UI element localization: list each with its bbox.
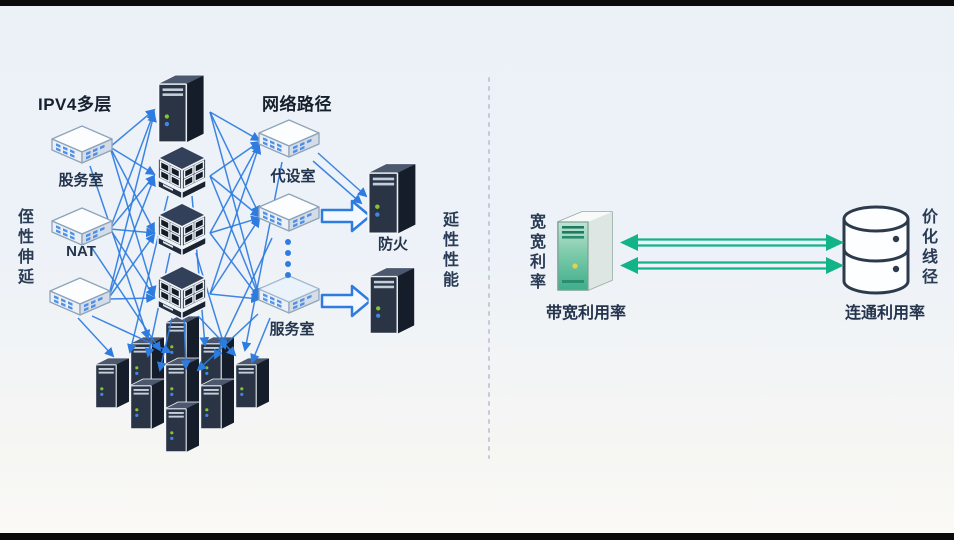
server-cluster-icon [94,315,270,453]
green-double-arrows [620,234,844,274]
network-path-title: 网络路径 [262,95,332,114]
router-icon-2 [157,202,207,257]
core-server-icon [157,74,205,144]
nat-switch-icon [51,207,113,246]
nat-label: NAT [66,243,96,260]
elastic-extension-vertical-label: 侄性伸延 [15,208,32,288]
block-arrow-to-firewall-2 [320,284,372,318]
price-line-vertical-label: 价化线径 [919,208,936,288]
bandwidth-utilization-label: 带宽利用率 [545,305,627,322]
bandwidth-rate-vertical-label: 宽宽利率 [527,213,544,293]
letterbox-top [0,0,954,6]
block-arrow-to-firewall-1 [320,199,372,233]
server-room-switch-icon [51,125,113,164]
router-icon-1 [157,145,207,200]
proxy-room-label: 代设室 [270,168,316,185]
router-icon-3 [157,265,207,320]
green-arrow-2 [620,257,844,274]
service-room-label: 服务室 [269,321,315,338]
edge-switch-icon [49,277,111,316]
database-icon [842,205,910,295]
block-arrows [320,199,372,318]
firewall-server-icon-1 [367,163,417,235]
path-switch-icon [258,193,320,232]
firewall-label: 防火 [377,236,409,253]
firewall-server-icon-2 [368,267,416,335]
left-diagram-title: IPV4多层 [38,95,112,114]
green-arrow-1 [620,234,844,251]
server-room-label: 股务室 [58,172,104,189]
connection-lines-mesh [107,108,368,304]
connectivity-utilization-label: 连通利用率 [844,305,926,322]
ductility-performance-vertical-label: 延性性能 [440,211,457,291]
connection-lines-down [77,161,283,372]
letterbox-bottom [0,533,954,540]
proxy-room-switch-icon [258,119,320,158]
ellipsis-dots-icon [285,239,291,278]
service-room-switch-icon [258,275,320,314]
bandwidth-server-icon [557,211,613,291]
